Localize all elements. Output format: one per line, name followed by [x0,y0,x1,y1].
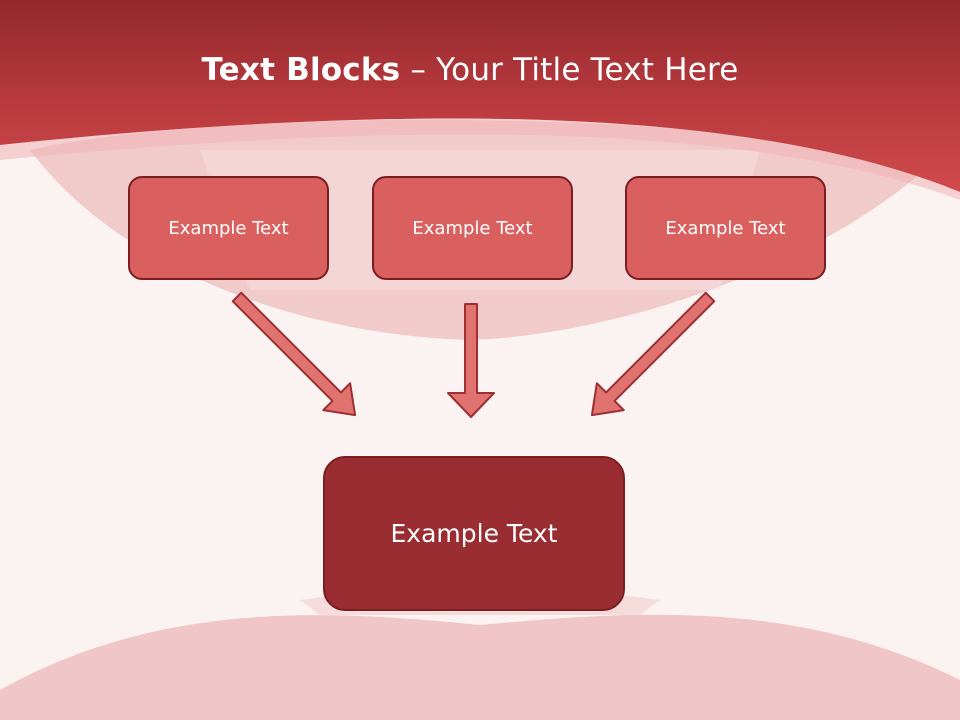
title-bold: Text Blocks [201,52,401,88]
target-block-label: Example Text [390,519,558,548]
text-block-label: Example Text [168,217,289,239]
header-swoosh [0,118,960,200]
text-block-3[interactable]: Example Text [625,176,826,280]
text-block-label: Example Text [412,217,533,239]
title-separator: – [410,52,427,88]
title-rest: Your Title Text Here [436,52,739,88]
arrow-right [590,291,716,417]
text-block-2[interactable]: Example Text [372,176,573,280]
arrow-center [447,303,495,418]
text-block-label: Example Text [665,217,786,239]
arrows [231,291,716,418]
text-block-1[interactable]: Example Text [128,176,329,280]
arrow-left [231,291,357,417]
slide-title: Text Blocks – Your Title Text Here [0,52,940,88]
header-band [0,0,960,192]
target-block[interactable]: Example Text [323,456,625,611]
